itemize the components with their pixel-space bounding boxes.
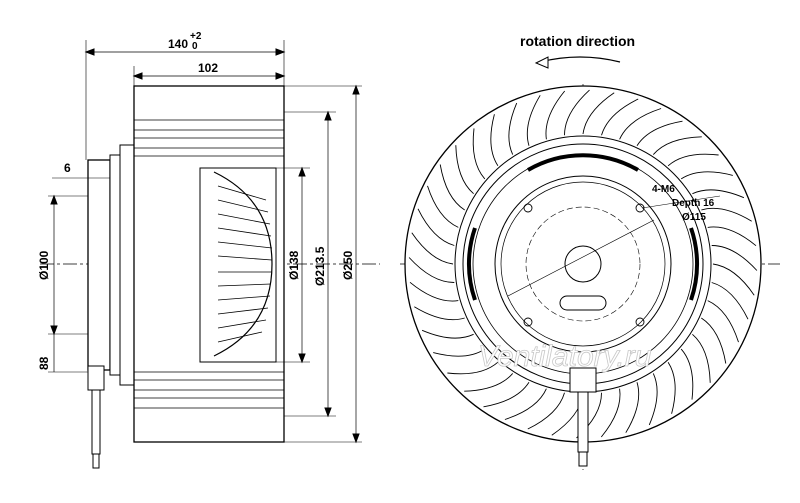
cable	[91, 389, 101, 455]
impeller-blade	[414, 306, 465, 321]
dim-140-label: 140	[168, 37, 188, 51]
impeller-blade	[711, 282, 749, 320]
impeller-blade	[417, 208, 455, 246]
impeller-blade	[433, 348, 486, 357]
impeller-blade	[527, 392, 565, 430]
rotation-arrowhead	[534, 56, 549, 69]
cable-gland	[87, 365, 105, 391]
impeller-blade	[483, 382, 530, 408]
hub-fins	[217, 185, 273, 343]
dim-d213-label: Ø213.5	[313, 246, 327, 286]
hole-note-depth: Depth 16	[672, 198, 715, 209]
bolt-hole	[635, 317, 645, 327]
arc-slot-right	[689, 227, 699, 301]
impeller-blade	[707, 226, 757, 247]
dim-6-label: 6	[64, 161, 71, 175]
impeller-blade	[582, 92, 615, 135]
dim-102-label: 102	[198, 61, 218, 75]
rotation-direction-label: rotation direction	[520, 33, 635, 49]
arc-slot-top	[527, 153, 639, 172]
impeller-blade	[490, 114, 499, 167]
motor-plate-inner	[494, 175, 672, 353]
front-cable-gland	[569, 367, 597, 393]
impeller-blade	[619, 108, 662, 140]
impeller-blade	[701, 207, 752, 222]
impeller-blade	[464, 373, 514, 392]
impeller-blade	[472, 128, 486, 180]
dim-140-tol-lower: 0	[192, 41, 198, 52]
impeller-blade	[636, 120, 683, 146]
impeller-blade	[447, 361, 499, 375]
impeller-blade	[667, 153, 719, 167]
oval-slot	[559, 295, 607, 311]
side-view	[40, 40, 380, 469]
diameter-leader	[507, 219, 655, 297]
impeller-blade	[601, 98, 639, 136]
impeller-blade	[667, 361, 676, 414]
impeller-blade	[455, 145, 474, 195]
motor-hub	[199, 167, 277, 363]
hole-note-leader	[641, 195, 721, 209]
impeller-blade	[701, 317, 727, 364]
cable-end	[92, 453, 100, 469]
impeller-blade	[408, 257, 455, 283]
impeller-blade	[508, 102, 518, 155]
front-cable	[577, 391, 589, 453]
impeller-blade	[504, 388, 547, 420]
impeller-blade	[652, 136, 702, 155]
impeller-blade	[409, 281, 459, 302]
impeller-blade	[411, 232, 454, 265]
impeller-blade	[564, 89, 590, 136]
front-view	[400, 56, 780, 470]
impeller-blades	[408, 89, 758, 439]
impeller-blade	[427, 185, 459, 228]
impeller-blade	[625, 382, 640, 433]
impeller-blade	[692, 333, 711, 383]
dim-140-tol-upper: +2	[190, 31, 202, 42]
impeller-blade	[600, 388, 621, 438]
impeller-lines-bottom	[134, 371, 284, 409]
dim-88-label: 88	[37, 356, 51, 370]
impeller-blade	[712, 263, 755, 296]
dim-d138-label: Ø138	[287, 250, 301, 280]
impeller-blade	[680, 171, 733, 180]
hole-note-diameter: Ø115	[682, 212, 706, 223]
watermark: Ventilatory.ru	[478, 340, 652, 373]
rotation-arrow	[539, 56, 621, 63]
hole-note-thread: 4-M6	[652, 184, 675, 195]
impeller-blade	[421, 329, 474, 339]
hub-curve	[213, 171, 273, 357]
motor-flange	[109, 154, 121, 376]
impeller-blade	[545, 90, 566, 140]
impeller-blade	[680, 348, 694, 400]
impeller-blade	[439, 164, 465, 211]
impeller-blade	[526, 95, 541, 146]
impeller-blade	[648, 373, 658, 426]
motor-plate-step	[500, 181, 666, 347]
motor-hub-circle	[564, 245, 602, 283]
arc-slot-left	[467, 227, 477, 301]
impeller-blade	[711, 245, 758, 271]
motor-back-plate	[87, 159, 111, 371]
bolt-hole	[523, 203, 533, 213]
impeller-blade	[707, 300, 739, 343]
bolt-holes	[523, 203, 645, 327]
bolt-circle	[525, 206, 641, 322]
front-cable-end	[578, 451, 588, 467]
impeller-lines-top	[134, 119, 284, 157]
dim-d100-label: Ø100	[37, 250, 51, 280]
motor-flange-ring	[119, 144, 135, 386]
impeller-blade	[692, 189, 745, 199]
dim-d250-label: Ø250	[341, 250, 355, 280]
bolt-hole	[635, 203, 645, 213]
bolt-hole	[523, 317, 533, 327]
